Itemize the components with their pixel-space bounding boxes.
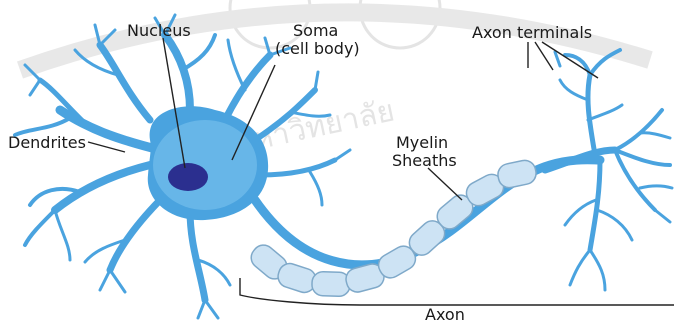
myelin-leader [428, 168, 462, 200]
myelin-sublabel: Sheaths [392, 151, 457, 170]
axon-terminals [545, 50, 672, 290]
dendrites-label: Dendrites [8, 133, 86, 152]
dendrites-leader [88, 142, 125, 152]
axon-terminals-label: Axon terminals [472, 23, 592, 42]
myelin-label: Myelin [396, 133, 448, 152]
terminal-leader-2 [535, 42, 553, 70]
axon-label: Axon [425, 305, 465, 324]
nucleus [168, 163, 208, 191]
soma-sublabel: (cell body) [275, 39, 360, 58]
soma-label: Soma [293, 21, 338, 40]
nucleus-label: Nucleus [127, 21, 191, 40]
myelin-sheaths [247, 158, 538, 296]
